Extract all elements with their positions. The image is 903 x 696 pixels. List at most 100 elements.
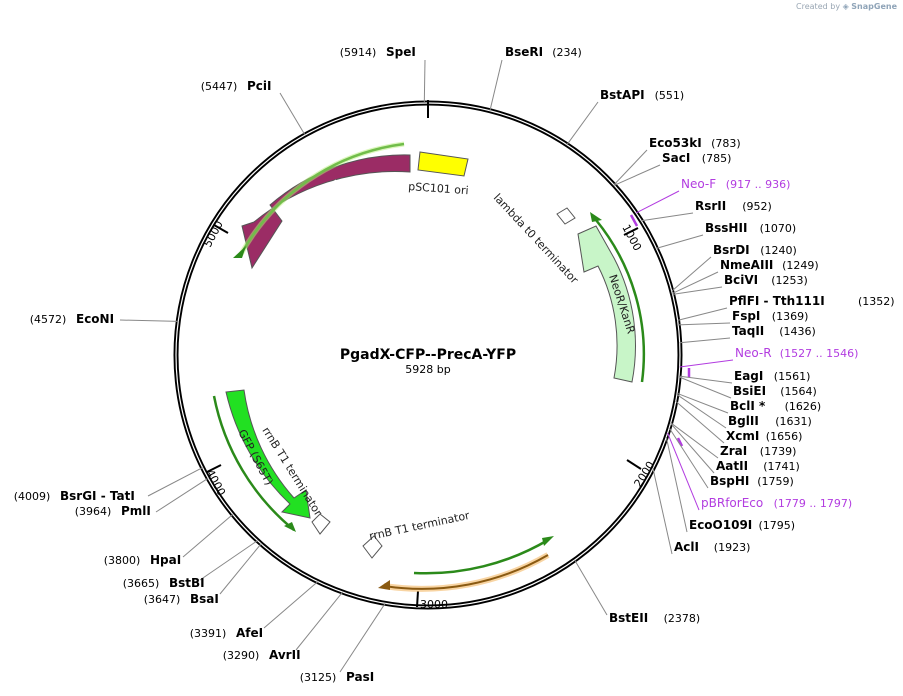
ruler-tick-3000 <box>416 590 419 608</box>
site-name-bcivi[interactable]: BciVI <box>724 273 758 287</box>
site-name-afei[interactable]: AfeI <box>236 626 263 640</box>
site-pos-bsshii: (1070) <box>760 222 797 235</box>
ruler-ticks <box>206 224 642 608</box>
connector-rsrii <box>641 212 694 222</box>
site-name-ecoo109i[interactable]: EcoO109I <box>689 518 752 532</box>
neor-kanr-arrow[interactable] <box>577 225 636 383</box>
site-name-bsiei[interactable]: BsiEI <box>733 384 766 398</box>
site-name-bstbi[interactable]: BstBI <box>169 576 205 590</box>
rep101-arrow[interactable] <box>241 154 411 270</box>
site-pos-rsrii: (952) <box>742 200 772 213</box>
site-name-pflfi-tth111i[interactable]: PflFI - Tth111I <box>729 294 825 308</box>
site-pos-avrii: (3290) <box>223 649 260 662</box>
site-name-rsrii[interactable]: RsrII <box>695 199 726 213</box>
primer-direction-arrow-green <box>413 538 549 575</box>
site-pos-pcii: (5447) <box>201 80 238 93</box>
site-name-bsai[interactable]: BsaI <box>190 592 219 606</box>
ruler-label-1000: 1000 <box>619 222 644 253</box>
site-name-saci[interactable]: SacI <box>662 151 690 165</box>
neor-direction-arrow <box>595 219 646 383</box>
site-name-bsrdi[interactable]: BsrDI <box>713 243 750 257</box>
site-pos-pbrforeco: (1779 .. 1797) <box>774 497 853 510</box>
connector-bsai <box>219 543 262 595</box>
connector-hpai <box>182 514 234 558</box>
site-name-taqii[interactable]: TaqII <box>732 324 764 338</box>
site-pos-hpai: (3800) <box>104 554 141 567</box>
site-name-aatii[interactable]: AatII <box>716 459 748 473</box>
connector-pflfi-tth111i <box>677 307 728 321</box>
connector-bstapi <box>566 101 599 146</box>
site-name-bsshii[interactable]: BssHII <box>705 221 747 235</box>
plasmid-name: PgadX-CFP--PrecA-YFP <box>340 347 516 363</box>
feature-rrnb-t1-terminator-2[interactable]: rrnB T1 terminator <box>362 509 471 559</box>
primer-direction-arrow-orange <box>383 554 549 590</box>
site-pos-bstapi: (551) <box>655 89 685 102</box>
site-name-neo-r[interactable]: Neo-R <box>735 346 772 360</box>
feature-neor-kanr[interactable]: NeoR/KanR <box>577 225 638 383</box>
site-name-bseri[interactable]: BseRI <box>505 45 543 59</box>
site-name-spei[interactable]: SpeI <box>386 45 416 59</box>
site-pos-bsai: (3647) <box>144 593 181 606</box>
ruler-label-4000: 4000 <box>203 467 228 498</box>
site-pos-bsphi: (1759) <box>757 475 794 488</box>
site-name-hpai[interactable]: HpaI <box>150 553 181 567</box>
site-name-bsrgi-tati[interactable]: BsrGI - TatI <box>60 489 135 503</box>
feature-psc101-ori[interactable]: pSC101 ori <box>408 151 469 197</box>
plasmid-length: 5928 bp <box>405 363 450 376</box>
rrnb-t1-marker-2[interactable] <box>362 535 383 559</box>
credit-brand: SnapGene <box>851 2 897 11</box>
feature-lambda-t0-terminator[interactable]: lambda t0 terminator <box>491 191 581 287</box>
site-name-fspi[interactable]: FspI <box>732 309 760 323</box>
site-name-nmeaiii[interactable]: NmeAIII <box>720 258 773 272</box>
connector-pasi <box>339 603 386 673</box>
site-pos-saci: (785) <box>702 152 732 165</box>
connector-pcii <box>279 92 306 136</box>
site-pos-bsrdi: (1240) <box>760 244 797 257</box>
connector-ecoo109i <box>665 436 688 533</box>
rep101-direction-arrow-glow <box>237 141 405 258</box>
site-name-bcli[interactable]: BclI * <box>730 399 766 413</box>
connector-acli <box>652 468 673 555</box>
connector-bsiei <box>678 376 732 399</box>
connector-avrii <box>295 591 343 651</box>
feature-label-lambda-t0: lambda t0 terminator <box>491 191 581 287</box>
connector-bsrdi <box>671 256 712 292</box>
gfp-arrow[interactable] <box>225 389 311 519</box>
site-pos-xcmi: (1656) <box>766 430 803 443</box>
site-name-econi[interactable]: EcoNI <box>76 312 114 326</box>
rrnb-t1-marker-1[interactable] <box>311 513 331 535</box>
gfp-direction-arrow <box>212 395 295 531</box>
site-pos-zrai: (1739) <box>760 445 797 458</box>
site-name-pcii[interactable]: PciI <box>247 79 272 93</box>
psc101-ori-block[interactable] <box>417 151 469 177</box>
site-name-xcmi[interactable]: XcmI <box>726 429 759 443</box>
connector-fspi <box>678 322 731 326</box>
lambda-t0-marker[interactable] <box>556 207 576 225</box>
site-name-bsphi[interactable]: BspHI <box>710 474 749 488</box>
site-name-bstapi[interactable]: BstAPI <box>600 88 645 102</box>
site-name-eagi[interactable]: EagI <box>734 369 763 383</box>
site-name-neo-f[interactable]: Neo-F <box>681 177 716 191</box>
connector-neo-f <box>635 190 680 214</box>
site-pos-bsteii: (2378) <box>664 612 701 625</box>
site-pos-nmeaiii: (1249) <box>782 259 819 272</box>
site-name-zrai[interactable]: ZraI <box>720 444 747 458</box>
site-pos-eco53ki: (783) <box>711 137 741 150</box>
site-name-avrii[interactable]: AvrII <box>269 648 301 662</box>
site-name-pbrforeco[interactable]: pBRforEco <box>701 496 763 510</box>
site-pos-afei: (3391) <box>190 627 227 640</box>
site-name-pmli[interactable]: PmlI <box>121 504 151 518</box>
site-name-pasi[interactable]: PasI <box>346 670 374 684</box>
feature-gfp-s65t[interactable]: GFP (S65T) <box>225 389 311 519</box>
site-name-bsteii[interactable]: BstEII <box>609 611 648 625</box>
site-name-bglii[interactable]: BglII <box>728 414 759 428</box>
feature-label-rrnb-t1-2: rrnB T1 terminator <box>368 509 471 543</box>
site-pos-acli: (1923) <box>714 541 751 554</box>
site-labels: (5914)SpeI(234)BseRI(551)BstAPI(783)Eco5… <box>14 45 895 684</box>
site-name-acli[interactable]: AclI <box>674 540 699 554</box>
site-pos-bcli: (1626) <box>785 400 822 413</box>
site-name-eco53ki[interactable]: Eco53kI <box>649 136 702 150</box>
connector-eco53ki <box>613 149 648 186</box>
connector-xcmi <box>675 400 725 444</box>
feature-label-psc101-ori: pSC101 ori <box>408 180 469 197</box>
